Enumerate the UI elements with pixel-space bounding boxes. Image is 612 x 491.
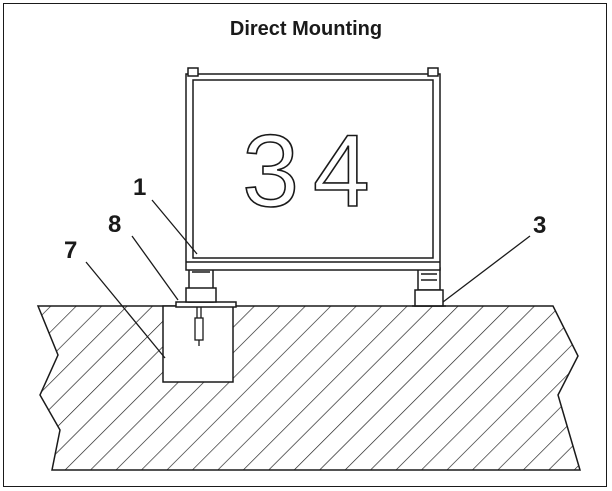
left-leg (185, 267, 217, 303)
callout-leg: 3 (533, 212, 546, 239)
sign-cabinet (185, 67, 441, 271)
ground-section (36, 305, 582, 471)
right-leg (412, 267, 446, 307)
callout-bolt: 1 (133, 174, 146, 201)
callout-footing: 7 (64, 237, 77, 264)
callout-leaders (85, 199, 531, 359)
diagram-title: Direct Mounting (229, 18, 383, 40)
diagram-frame (3, 3, 607, 487)
sign-number: 34 (242, 114, 383, 228)
callout-plate: 8 (108, 211, 121, 238)
